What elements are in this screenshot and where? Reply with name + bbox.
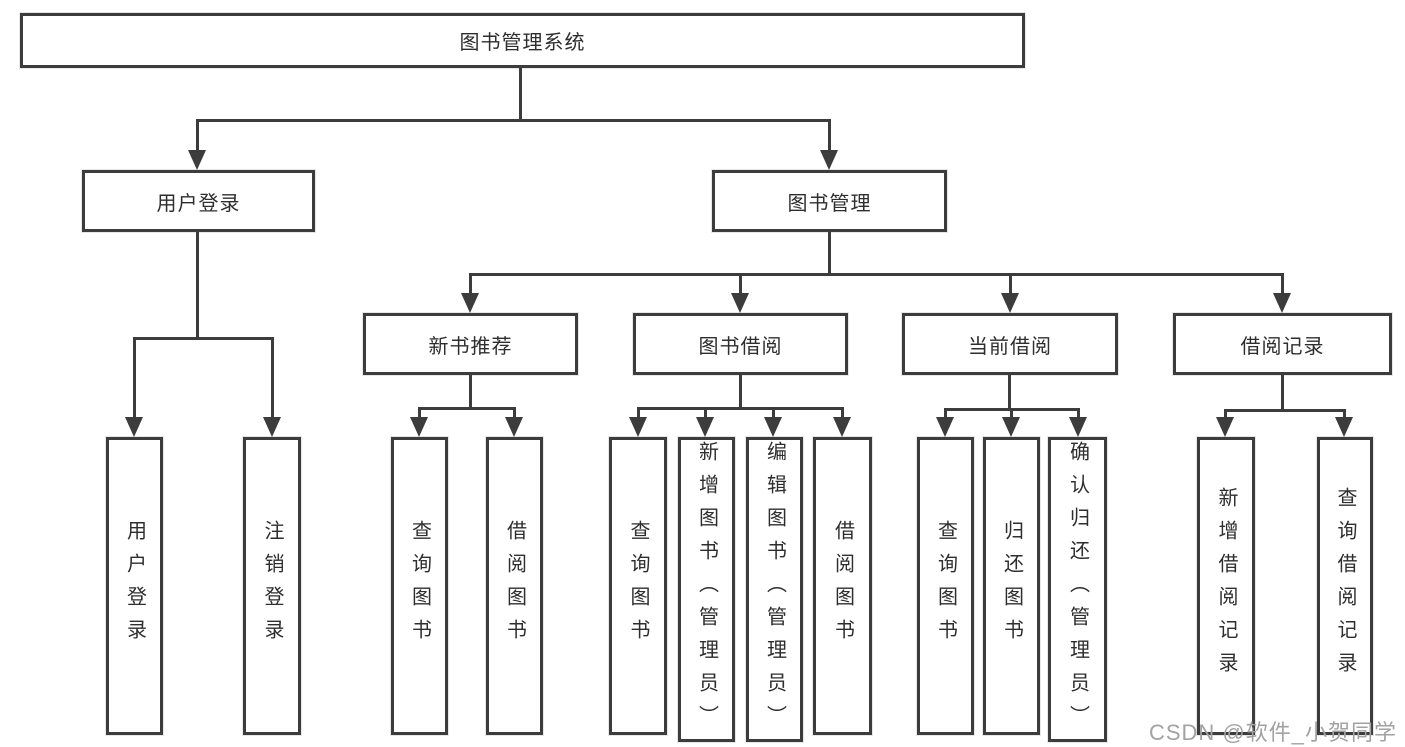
leaf-query-books-1: 查询图书 [391, 437, 448, 735]
leaf-logout: 注销登录 [243, 437, 301, 735]
connector-line [772, 407, 775, 419]
node-current-borrow: 当前借阅 [902, 313, 1118, 375]
connector-line [841, 407, 844, 419]
arrow-down-icon [1273, 293, 1291, 313]
connector-line [133, 337, 274, 340]
leaf-return-book: 归还图书 [983, 437, 1040, 735]
node-borrow-records-label: 借阅记录 [1240, 335, 1325, 358]
leaf-borrow-books-2: 借阅图书 [813, 437, 872, 735]
node-user-login: 用户登录 [82, 170, 315, 232]
arrow-down-icon [461, 293, 479, 313]
connector-line [637, 407, 640, 419]
arrow-down-icon [731, 293, 749, 313]
leaf-confirm-return-admin: 确认归还（管理员） [1048, 437, 1107, 742]
leaf-add-book-admin: 新增图书（管理员） [678, 437, 735, 742]
arrow-down-icon [764, 417, 782, 437]
leaf-borrow-books-2-label: 借阅图书 [831, 520, 854, 652]
connector-line [469, 273, 472, 295]
connector-line [828, 232, 831, 276]
leaf-query-books-1-label: 查询图书 [408, 520, 431, 652]
leaf-add-borrow-record-label: 新增借阅记录 [1215, 487, 1237, 685]
leaf-query-books-3: 查询图书 [917, 437, 974, 735]
arrow-down-icon [1069, 417, 1087, 437]
arrow-down-icon [629, 417, 647, 437]
leaf-query-books-2: 查询图书 [609, 437, 667, 735]
connector-line [1281, 273, 1284, 295]
leaf-edit-book-admin-label: 编辑图书（管理员） [763, 441, 786, 738]
leaf-add-borrow-record: 新增借阅记录 [1197, 437, 1255, 735]
connector-line [637, 407, 844, 410]
connector-line [513, 407, 516, 419]
leaf-user-login: 用户登录 [106, 437, 163, 735]
leaf-borrow-books-1-label: 借阅图书 [503, 520, 526, 652]
connector-line [739, 273, 742, 295]
node-borrow-records: 借阅记录 [1173, 313, 1392, 375]
connector-line [196, 119, 831, 122]
connector-line [418, 407, 516, 410]
arrow-down-icon [125, 417, 143, 437]
node-root: 图书管理系统 [20, 13, 1025, 68]
node-book-management: 图书管理 [712, 170, 947, 232]
leaf-return-book-label: 归还图书 [1000, 520, 1023, 652]
node-new-book-recommend: 新书推荐 [363, 313, 578, 375]
arrow-down-icon [833, 417, 851, 437]
connector-line [196, 119, 199, 153]
node-new-book-recommend-label: 新书推荐 [428, 335, 513, 358]
connector-line [469, 375, 472, 409]
arrow-down-icon [505, 417, 523, 437]
connector-line [1343, 409, 1346, 419]
connector-line [944, 408, 947, 419]
connector-line [704, 407, 707, 419]
node-book-management-label: 图书管理 [787, 192, 872, 215]
connector-line [519, 68, 522, 121]
arrow-down-icon [820, 150, 838, 170]
arrow-down-icon [1002, 417, 1020, 437]
leaf-query-borrow-record: 查询借阅记录 [1317, 437, 1373, 735]
node-current-borrow-label: 当前借阅 [968, 335, 1052, 358]
leaf-borrow-books-1: 借阅图书 [486, 437, 543, 735]
connector-line [1281, 375, 1284, 411]
connector-line [1008, 375, 1011, 410]
arrow-down-icon [1001, 293, 1019, 313]
leaf-add-book-admin-label: 新增图书（管理员） [695, 441, 718, 738]
node-book-borrow-label: 图书借阅 [698, 335, 783, 358]
leaf-logout-label: 注销登录 [261, 520, 283, 652]
arrow-down-icon [410, 417, 428, 437]
connector-line [133, 337, 136, 419]
watermark: CSDN @软件_小贺同学 [1148, 720, 1397, 745]
connector-line [1010, 408, 1013, 419]
connector-line [469, 273, 1284, 276]
connector-line [418, 407, 421, 419]
connector-line [1009, 273, 1012, 295]
arrow-down-icon [1335, 417, 1353, 437]
node-user-login-label: 用户登录 [156, 192, 241, 215]
arrow-down-icon [263, 417, 281, 437]
arrow-down-icon [696, 417, 714, 437]
leaf-query-borrow-record-label: 查询借阅记录 [1334, 487, 1356, 685]
connector-line [1077, 408, 1080, 419]
connector-line [271, 337, 274, 419]
arrow-down-icon [1216, 417, 1234, 437]
connector-line [1224, 409, 1227, 419]
arrow-down-icon [188, 150, 206, 170]
connector-line [196, 232, 199, 340]
node-root-label: 图书管理系统 [459, 32, 586, 54]
leaf-user-login-label: 用户登录 [123, 520, 146, 652]
connector-line [1224, 409, 1346, 412]
leaf-edit-book-admin: 编辑图书（管理员） [746, 437, 803, 742]
arrow-down-icon [936, 417, 954, 437]
connector-line [828, 119, 831, 153]
node-book-borrow: 图书借阅 [633, 313, 848, 375]
connector-line [739, 375, 742, 409]
leaf-confirm-return-admin-label: 确认归还（管理员） [1066, 441, 1089, 738]
leaf-query-books-3-label: 查询图书 [934, 520, 957, 652]
leaf-query-books-2-label: 查询图书 [627, 520, 649, 652]
